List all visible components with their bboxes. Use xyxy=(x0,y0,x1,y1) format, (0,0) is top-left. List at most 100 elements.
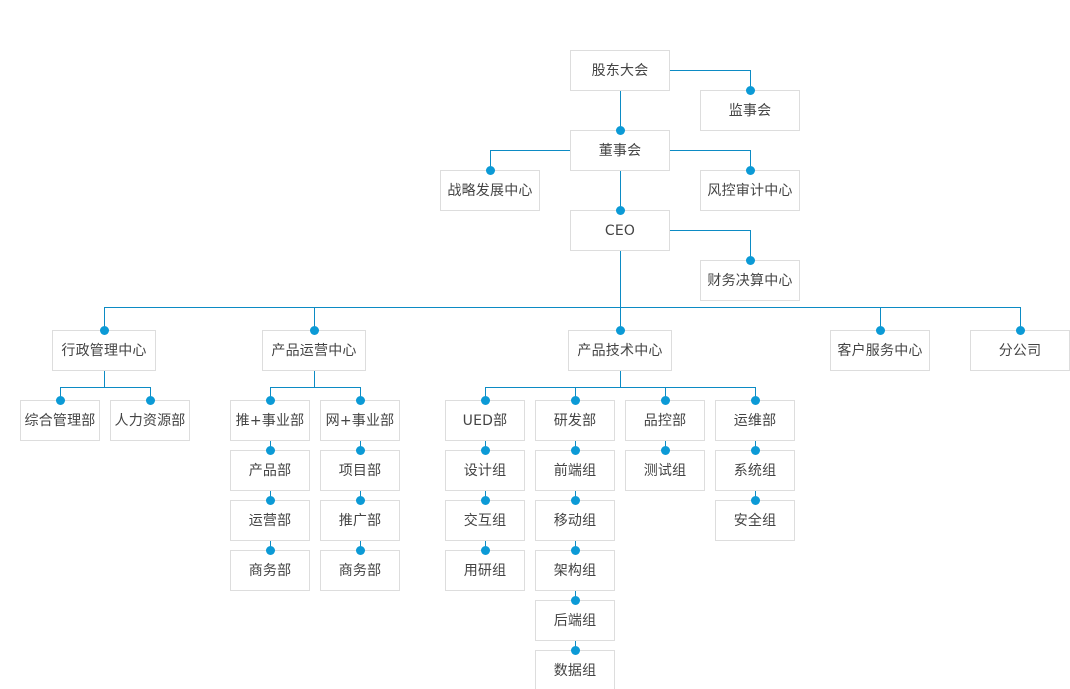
node-dot-rnd-arch xyxy=(570,545,580,555)
node-dot-biz-wang-business xyxy=(355,545,365,555)
node-rnd-mobile[interactable]: 移动组 xyxy=(535,500,615,541)
node-board[interactable]: 董事会 xyxy=(570,130,670,171)
node-dot-qa-test xyxy=(660,445,670,455)
node-dot-ued-interaction xyxy=(480,495,490,505)
node-qa[interactable]: 品控部 xyxy=(625,400,705,441)
connector-board-riskaudit-h xyxy=(670,150,750,151)
connector-board-riskaudit-v xyxy=(750,150,751,170)
node-dot-rnd-data xyxy=(570,645,580,655)
node-admin-hr[interactable]: 人力资源部 xyxy=(110,400,190,441)
connector-admin-bus xyxy=(60,387,150,388)
node-biz-wang-project[interactable]: 项目部 xyxy=(320,450,400,491)
connector-level3-bus xyxy=(104,307,1021,308)
node-dot-biz-wang xyxy=(355,395,365,405)
node-rnd-arch[interactable]: 架构组 xyxy=(535,550,615,591)
node-rnd-data[interactable]: 数据组 xyxy=(535,650,615,689)
node-tech-center[interactable]: 产品技术中心 xyxy=(568,330,672,371)
connector-admin-drop-hr xyxy=(150,387,151,400)
node-ued[interactable]: UED部 xyxy=(445,400,525,441)
node-rnd[interactable]: 研发部 xyxy=(535,400,615,441)
connector-product-ops-drop-tui xyxy=(270,387,271,400)
node-rnd-backend[interactable]: 后端组 xyxy=(535,600,615,641)
node-dot-ceo xyxy=(615,205,625,215)
node-dot-branch xyxy=(1015,325,1025,335)
connector-ceo-finance-v xyxy=(750,230,751,260)
node-strategy[interactable]: 战略发展中心 xyxy=(440,170,540,211)
connector-shareholders-supervisors-h xyxy=(670,70,750,71)
node-dot-product-ops-center xyxy=(309,325,319,335)
node-dot-rnd-frontend xyxy=(570,445,580,455)
connector-ceo-finance-h xyxy=(670,230,750,231)
node-dot-ops-system xyxy=(750,445,760,455)
connector-product-ops-stem xyxy=(314,371,315,387)
node-dot-admin-general xyxy=(55,395,65,405)
node-biz-wang-business[interactable]: 商务部 xyxy=(320,550,400,591)
connector-board-strategy-v xyxy=(490,150,491,170)
node-biz-tui-business[interactable]: 商务部 xyxy=(230,550,310,591)
node-dot-board xyxy=(615,125,625,135)
connector-board-strategy-h xyxy=(490,150,570,151)
node-biz-wang[interactable]: 网+事业部 xyxy=(320,400,400,441)
node-dot-biz-wang-project xyxy=(355,445,365,455)
connector-tech-bus xyxy=(485,387,756,388)
node-dot-finance xyxy=(745,255,755,265)
node-dot-admin-center xyxy=(99,325,109,335)
node-dot-biz-tui-ops xyxy=(265,495,275,505)
connector-bus-drop-customer-service xyxy=(880,307,881,330)
connector-product-ops-drop-wang xyxy=(360,387,361,400)
connector-board-ceo xyxy=(620,171,621,210)
connector-tech-drop-ued xyxy=(485,387,486,400)
node-dot-ops xyxy=(750,395,760,405)
node-riskaudit[interactable]: 风控审计中心 xyxy=(700,170,800,211)
connector-ceo-bus-stem xyxy=(620,251,621,307)
node-dot-biz-tui xyxy=(265,395,275,405)
node-rnd-frontend[interactable]: 前端组 xyxy=(535,450,615,491)
node-branch[interactable]: 分公司 xyxy=(970,330,1070,371)
node-ued-design[interactable]: 设计组 xyxy=(445,450,525,491)
connector-tech-drop-rnd xyxy=(575,387,576,400)
node-dot-rnd-mobile xyxy=(570,495,580,505)
connector-admin-drop-general xyxy=(60,387,61,400)
node-dot-biz-tui-product xyxy=(265,445,275,455)
node-ops[interactable]: 运维部 xyxy=(715,400,795,441)
node-dot-ued xyxy=(480,395,490,405)
connector-tech-drop-qa xyxy=(665,387,666,400)
connector-bus-drop-branch xyxy=(1020,307,1021,330)
node-dot-rnd xyxy=(570,395,580,405)
node-supervisors[interactable]: 监事会 xyxy=(700,90,800,131)
node-biz-tui[interactable]: 推+事业部 xyxy=(230,400,310,441)
node-customer-service[interactable]: 客户服务中心 xyxy=(830,330,930,371)
connector-bus-drop-tech xyxy=(620,307,621,330)
node-dot-biz-wang-promo xyxy=(355,495,365,505)
connector-admin-stem xyxy=(104,371,105,387)
node-dot-ued-design xyxy=(480,445,490,455)
node-dot-ued-research xyxy=(480,545,490,555)
node-qa-test[interactable]: 测试组 xyxy=(625,450,705,491)
node-ceo[interactable]: CEO xyxy=(570,210,670,251)
node-finance[interactable]: 财务决算中心 xyxy=(700,260,800,301)
node-ops-system[interactable]: 系统组 xyxy=(715,450,795,491)
node-ued-research[interactable]: 用研组 xyxy=(445,550,525,591)
connector-shareholders-board xyxy=(620,91,621,130)
node-dot-ops-security xyxy=(750,495,760,505)
node-dot-customer-service xyxy=(875,325,885,335)
node-ued-interaction[interactable]: 交互组 xyxy=(445,500,525,541)
node-admin-general[interactable]: 综合管理部 xyxy=(20,400,100,441)
node-biz-wang-promo[interactable]: 推广部 xyxy=(320,500,400,541)
node-dot-riskaudit xyxy=(745,165,755,175)
node-biz-tui-ops[interactable]: 运营部 xyxy=(230,500,310,541)
node-biz-tui-product[interactable]: 产品部 xyxy=(230,450,310,491)
node-product-ops-center[interactable]: 产品运营中心 xyxy=(262,330,366,371)
node-admin-center[interactable]: 行政管理中心 xyxy=(52,330,156,371)
node-shareholders[interactable]: 股东大会 xyxy=(570,50,670,91)
node-dot-supervisors xyxy=(745,85,755,95)
node-dot-biz-tui-business xyxy=(265,545,275,555)
node-ops-security[interactable]: 安全组 xyxy=(715,500,795,541)
connector-tech-stem xyxy=(620,371,621,387)
node-dot-strategy xyxy=(485,165,495,175)
connector-bus-drop-product-ops xyxy=(314,307,315,330)
node-dot-admin-hr xyxy=(145,395,155,405)
connector-tech-drop-ops xyxy=(755,387,756,400)
node-dot-rnd-backend xyxy=(570,595,580,605)
